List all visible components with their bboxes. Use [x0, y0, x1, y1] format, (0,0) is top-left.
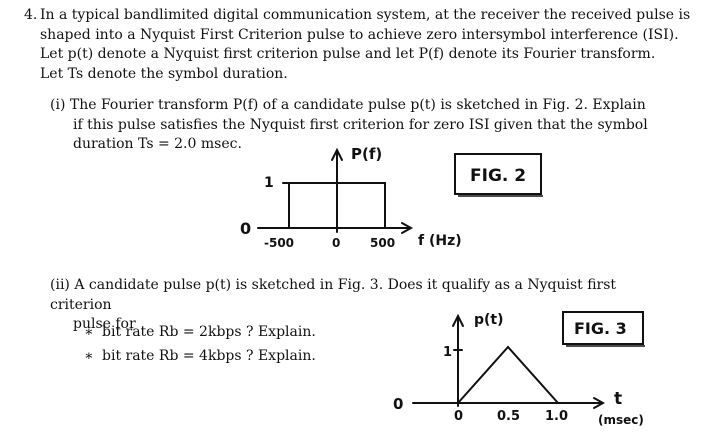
part-ii-line: A candidate pulse p(t) is sketched in Fi… [50, 277, 617, 313]
bullet-item: ∗ bit rate Rb = 2kbps ? Explain. [84, 320, 316, 344]
fig3-box: FIG. 3 [562, 311, 645, 347]
bullet-list: ∗ bit rate Rb = 2kbps ? Explain. ∗ bit rat… [84, 320, 316, 368]
fig3-x-label: t [614, 389, 622, 409]
fig2-tick-label: 0 [332, 236, 340, 250]
fig3-x-unit: (msec) [598, 413, 644, 427]
fig2-title: FIG. 2 [470, 166, 526, 186]
fig3-tick-label: 0.5 [497, 409, 520, 424]
question-line: Let Ts denote the symbol duration. [40, 65, 288, 82]
bullet-star-icon: ∗ [84, 348, 94, 364]
fig2-x-label: f (Hz) [418, 233, 462, 249]
part-i-line: duration Ts = 2.0 msec. [73, 136, 242, 152]
question-body: In a typical bandlimited digital communi… [40, 6, 694, 84]
fig3-y-label: p(t) [474, 312, 504, 328]
fig2-y-arrow-icon [331, 147, 343, 161]
fig3-title: FIG. 3 [574, 319, 627, 338]
question-line: Let p(t) denote a Nyquist first criterio… [40, 46, 656, 62]
question-line: shaped into a Nyquist First Criterion pu… [40, 26, 679, 43]
fig3-sketch [412, 313, 606, 409]
fig3-title-box [562, 311, 644, 345]
question-number: 4. [24, 7, 38, 23]
fig3-amp-label: 1 [443, 345, 452, 360]
fig3-y-arrow-icon [452, 313, 464, 327]
bullet-star-icon: ∗ [84, 324, 94, 340]
fig2-amp-label: 1 [264, 175, 274, 191]
bullet-text: bit rate Rb = 2kbps ? Explain. [102, 324, 316, 340]
fig2-title-box [454, 153, 542, 195]
fig2-sketch [257, 147, 414, 234]
part-ii-line: pulse for [73, 316, 136, 332]
fig3-x-arrow-icon [593, 397, 606, 409]
fig2-origin-label: 0 [240, 219, 251, 238]
part-i: (i) The Fourier transform P(f) of a cand… [50, 96, 650, 155]
question-4: 4. In a typical bandlimited digital comm… [24, 6, 694, 84]
part-ii: (ii) A candidate pulse p(t) is sketched … [50, 276, 650, 335]
fig2-tick-label: -500 [264, 236, 294, 250]
fig2-tick-label: 500 [370, 236, 395, 250]
fig3-tick-label: 0 [454, 409, 463, 424]
fig3-triangle-pulse [457, 345, 559, 404]
bullet-item: ∗ bit rate Rb = 4kbps ? Explain. [84, 344, 316, 368]
fig2-x-arrow-icon [401, 222, 414, 234]
fig2-rect-pulse [288, 182, 386, 229]
fig3-tick-label: 1.0 [545, 409, 568, 424]
fig2-box: FIG. 2 [454, 153, 543, 197]
part-i-line: if this pulse satisfies the Nyquist firs… [73, 116, 648, 133]
part-ii-label: (ii) [50, 277, 70, 293]
question-line: In a typical bandlimited digital communi… [40, 7, 691, 23]
fig2-y-label: P(f) [351, 145, 382, 163]
bullet-text: bit rate Rb = 4kbps ? Explain. [102, 348, 316, 364]
part-i-line: The Fourier transform P(f) of a candidat… [69, 97, 646, 113]
part-i-label: (i) [50, 97, 66, 113]
fig3-origin-label: 0 [393, 395, 403, 413]
